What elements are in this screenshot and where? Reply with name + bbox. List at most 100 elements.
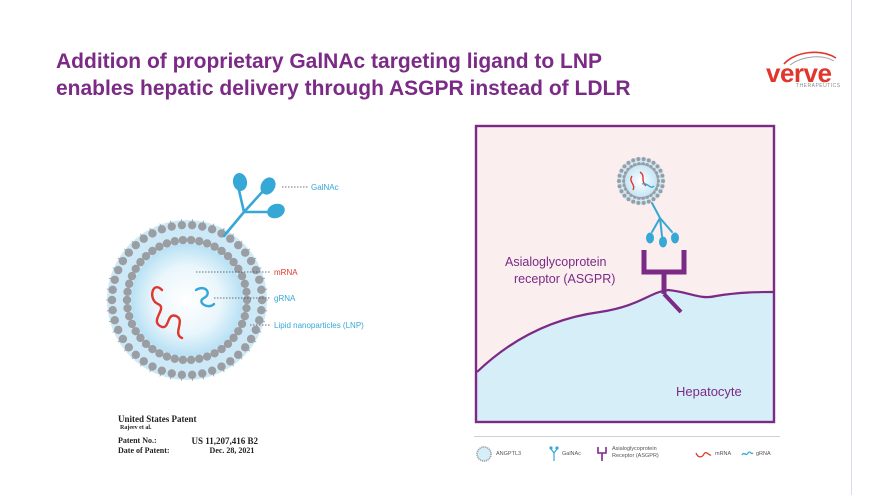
lipid-head [223, 339, 233, 349]
lipid-head [651, 197, 656, 202]
lipid-head [617, 173, 622, 178]
lipid-head [217, 344, 226, 354]
lipid-head [155, 349, 164, 358]
lipid-head [167, 369, 176, 378]
mrna-strand [151, 286, 184, 340]
galnac-sugar-icon [646, 232, 654, 244]
patent-date-label: Date of Patent: [118, 446, 170, 455]
lipid-head [198, 369, 207, 378]
lipid-head [626, 197, 631, 202]
lipid-head [124, 343, 134, 352]
lipid-head [636, 200, 641, 205]
small-galnac-ligand [646, 202, 679, 248]
lipid-head [661, 179, 665, 183]
legend-grna-label: gRNA [756, 451, 771, 457]
lipid-head [257, 306, 266, 315]
lipid-head [127, 319, 137, 329]
asgpr-receptor [641, 250, 687, 314]
lipid-head [178, 355, 188, 365]
lipid-head [622, 193, 627, 198]
lipid-head [660, 184, 665, 189]
lipid-head [240, 248, 250, 257]
lipid-head [141, 339, 151, 349]
lipid-head [641, 157, 646, 162]
lipid-head [233, 350, 243, 360]
mrna-label: mRNA [274, 268, 298, 277]
lipid-head [131, 240, 141, 250]
lipid-head [658, 189, 663, 194]
lipid-head [136, 333, 145, 343]
patent-citation: United States Patent Rajeev et al. Paten… [118, 414, 262, 456]
lipid-head [223, 251, 233, 261]
grna-label: gRNA [274, 294, 296, 303]
legend-icons [476, 446, 754, 462]
galnac-sugar-icon [659, 236, 667, 248]
lipid-head [226, 234, 235, 243]
lipid-head [242, 295, 252, 305]
lipid-head [257, 295, 267, 305]
lipid-head [202, 352, 212, 361]
lipid-head [619, 168, 624, 173]
patent-row: Patent No.: US 11,207,416 B2 [118, 436, 262, 446]
lipid-head [136, 257, 145, 267]
lipid-head [108, 306, 117, 315]
patent-no-value: US 11,207,416 B2 [191, 436, 259, 446]
lipid-head [237, 319, 247, 329]
small-lnp-core [625, 165, 657, 197]
lipid-head [210, 349, 219, 358]
logo-subtitle: THERAPEUTICS [796, 83, 841, 89]
lipid-head [217, 246, 226, 256]
mrna-legend-icon [695, 451, 712, 458]
lipid-head [123, 287, 132, 297]
lipid-head [131, 326, 140, 336]
grna-legend-icon [741, 451, 754, 456]
patent-heading: United States Patent [118, 414, 197, 424]
lipid-head [187, 370, 197, 380]
lipid-head [157, 366, 167, 375]
lipid-head [210, 242, 219, 251]
lipid-head [155, 242, 164, 251]
small-galnac-linker [651, 202, 673, 237]
lipid-head [617, 179, 621, 183]
lipid-head [167, 222, 176, 231]
asgpr-legend-icon [597, 447, 607, 461]
lipid-head [646, 158, 651, 163]
lipid-head [636, 157, 641, 162]
lipid-head [242, 303, 251, 313]
receptor-label-line2: receptor (ASGPR) [514, 272, 615, 286]
legend-asgpr-label-line2: Receptor (ASGPR) [612, 453, 659, 459]
lipid-head [631, 199, 636, 204]
patent-no-label: Patent No.: [118, 436, 157, 445]
lipid-head [207, 366, 217, 375]
lipid-head [246, 334, 256, 344]
cell-membrane [476, 288, 774, 373]
lipid-head [656, 179, 660, 183]
lipid-head [622, 164, 627, 169]
galnac-sugar-icon [267, 203, 285, 219]
lipid-head [242, 287, 251, 297]
logo-swoosh-icon [783, 51, 837, 66]
lipid-bilayer [106, 219, 268, 381]
receptor-label-line1: Asialoglycoprotein [505, 255, 606, 269]
lipid-head [195, 354, 204, 363]
lipid-head [107, 295, 117, 305]
galnac-legend-dot [549, 446, 553, 450]
lipid-head [127, 271, 137, 281]
legend-mrna-label: mRNA [715, 451, 732, 457]
patent-table: Patent No.: US 11,207,416 B2 Date of Pat… [118, 436, 262, 456]
slide-edge-divider [851, 0, 852, 495]
lipid-head [626, 160, 631, 165]
lnp-label: Lipid nanoparticles (LNP) [274, 321, 364, 330]
lipid-head [157, 225, 167, 234]
lipid-head [177, 220, 187, 230]
lipid-head [658, 168, 663, 173]
lipid-head [251, 325, 260, 335]
lipid-head [170, 237, 179, 246]
small-grna-strand [641, 182, 655, 188]
lipid-head [195, 237, 204, 246]
galnac-sugar-icon [260, 177, 276, 195]
lipid-head [122, 295, 132, 305]
lipid-head [655, 193, 660, 198]
slide-title: Addition of proprietary GalNAc targeting… [56, 48, 696, 102]
